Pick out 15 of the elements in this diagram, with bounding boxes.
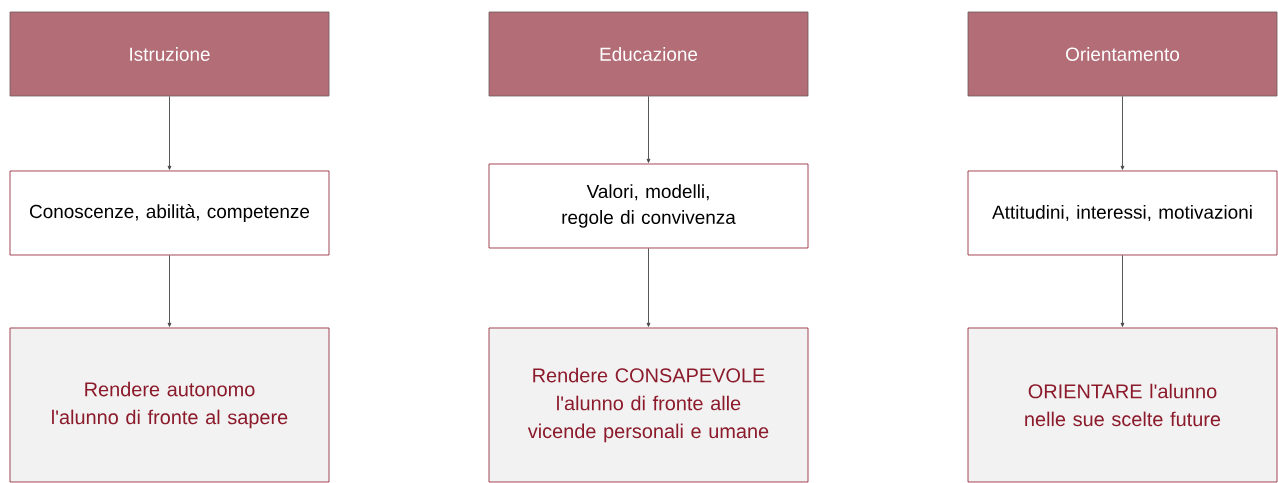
header-box: Educazione <box>488 11 809 97</box>
goal-box: Rendere CONSAPEVOLE l'alunno di fronte alle vicende personali e umane <box>488 327 809 483</box>
process-box: Conoscenze, abilità, competenze <box>9 170 330 256</box>
process-box: Valori, modelli, regole di convivenza <box>488 163 809 249</box>
process-box: Attitudini, interessi, motivazioni <box>967 170 1278 256</box>
arrow <box>1120 254 1125 327</box>
arrow <box>1120 95 1125 170</box>
arrow <box>167 95 172 170</box>
goal-box: ORIENTARE l'alunno nelle sue scelte future <box>967 327 1278 483</box>
arrow <box>646 247 651 327</box>
arrow <box>167 254 172 327</box>
header-box: Orientamento <box>967 11 1278 97</box>
goal-box: Rendere autonomo l'alunno di fronte al sapere <box>9 327 330 483</box>
header-box: Istruzione <box>9 11 330 97</box>
arrow <box>646 95 651 163</box>
